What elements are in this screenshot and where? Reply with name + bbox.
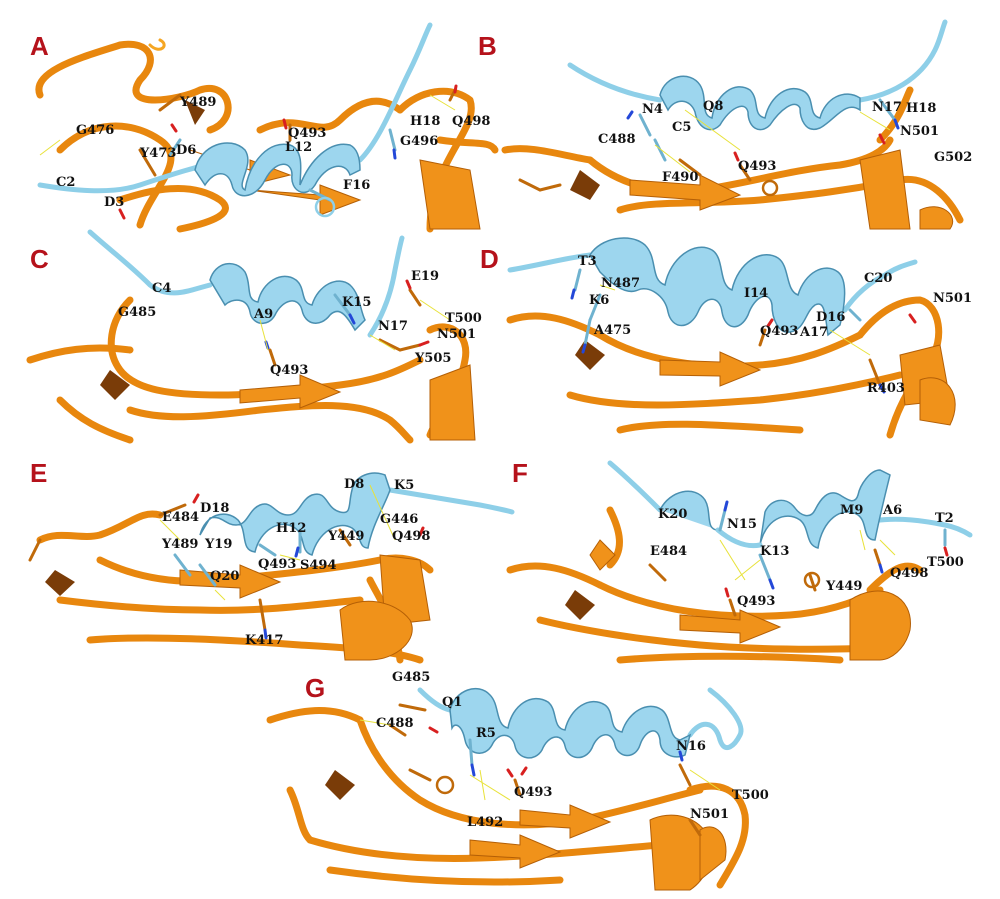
label-a-4: C2	[56, 175, 75, 190]
panel-letter-c: C	[30, 244, 49, 274]
label-e-2: E484	[162, 510, 199, 525]
label-d-2: K6	[589, 293, 609, 308]
label-g-0: G485	[392, 670, 430, 685]
label-c-4: E19	[411, 269, 439, 284]
label-f-1: N15	[727, 517, 757, 532]
panel-letter-f: F	[512, 458, 528, 488]
panel-d	[506, 237, 956, 439]
label-c-0: C4	[152, 281, 171, 296]
label-f-6: K13	[760, 544, 789, 559]
label-f-7: Y449	[825, 579, 862, 594]
label-e-3: D18	[200, 501, 229, 516]
label-g-1: Q1	[442, 695, 462, 710]
label-d-3: A475	[593, 323, 631, 338]
panel-c	[26, 229, 476, 444]
label-g-4: N16	[676, 739, 706, 754]
panel-letter-g: G	[305, 673, 325, 703]
label-e-10: Q493	[258, 557, 296, 572]
label-b-4: F490	[662, 170, 698, 185]
label-a-11: Q498	[452, 114, 490, 129]
panel-letter-a: A	[30, 31, 49, 61]
label-e-5: Y449	[327, 529, 364, 544]
label-e-13: K417	[245, 633, 283, 648]
panel-f	[506, 460, 973, 664]
label-d-0: T3	[578, 254, 597, 269]
label-f-5: E484	[650, 544, 687, 559]
label-g-6: T500	[732, 788, 769, 803]
panel-a	[35, 22, 499, 233]
label-b-1: Q8	[703, 99, 723, 114]
label-b-8: N501	[900, 124, 939, 139]
label-a-10: G496	[400, 134, 438, 149]
label-f-3: A6	[882, 503, 902, 518]
label-b-6: N17	[872, 100, 902, 115]
label-e-12: Q20	[210, 569, 239, 584]
label-e-1: K5	[394, 478, 414, 493]
label-b-5: Q493	[738, 159, 776, 174]
label-e-11: S494	[300, 558, 337, 573]
label-a-5: D3	[104, 195, 124, 210]
label-b-9: G502	[934, 150, 972, 165]
label-a-6: Q493	[288, 126, 326, 141]
label-a-0: G476	[76, 123, 114, 138]
label-d-1: N487	[601, 276, 640, 291]
label-b-7: H18	[906, 101, 936, 116]
label-d-6: N501	[933, 291, 972, 306]
label-d-7: D16	[816, 310, 845, 325]
label-c-2: A9	[253, 307, 273, 322]
label-b-3: C488	[598, 132, 635, 147]
label-f-4: T2	[935, 511, 954, 526]
label-g-3: R5	[476, 726, 496, 741]
label-g-5: Q493	[514, 785, 552, 800]
label-e-6: G446	[380, 512, 418, 527]
label-e-0: D8	[344, 477, 364, 492]
label-c-1: G485	[118, 305, 156, 320]
label-f-8: Q498	[890, 566, 928, 581]
label-g-7: L492	[467, 815, 503, 830]
panel-b	[501, 19, 964, 230]
panel-letter-b: B	[478, 31, 497, 61]
label-a-9: H18	[410, 114, 440, 129]
label-a-8: F16	[343, 178, 370, 193]
label-f-2: M9	[840, 503, 863, 518]
label-f-10: Q493	[737, 594, 775, 609]
label-a-1: Y489	[179, 95, 216, 110]
label-e-7: Y489	[161, 537, 198, 552]
label-e-8: Y19	[204, 537, 232, 552]
label-b-0: N4	[642, 102, 663, 117]
label-e-4: H12	[276, 521, 306, 536]
label-c-5: T500	[445, 311, 482, 326]
label-c-9: Y505	[414, 351, 451, 366]
label-b-2: C5	[672, 120, 691, 135]
label-f-9: T500	[927, 555, 964, 570]
label-a-3: Y473	[139, 146, 176, 161]
label-a-2: D6	[176, 143, 196, 158]
panel-letter-e: E	[30, 458, 47, 488]
label-g-2: C488	[376, 716, 413, 731]
panel-g	[266, 687, 749, 891]
label-e-9: Q498	[392, 529, 430, 544]
label-d-10: R403	[867, 381, 905, 396]
panel-e	[28, 472, 515, 664]
panel-letter-d: D	[480, 244, 499, 274]
label-d-9: A17	[799, 325, 828, 340]
label-d-5: C20	[864, 271, 892, 286]
label-c-6: N17	[378, 319, 408, 334]
label-c-7: N501	[437, 327, 476, 342]
label-g-8: N501	[690, 807, 729, 822]
label-a-7: L12	[285, 140, 312, 155]
label-d-4: I14	[744, 286, 768, 301]
label-d-8: Q493	[760, 324, 798, 339]
label-c-8: Q493	[270, 363, 308, 378]
label-c-3: K15	[342, 295, 371, 310]
label-f-0: K20	[658, 507, 687, 522]
